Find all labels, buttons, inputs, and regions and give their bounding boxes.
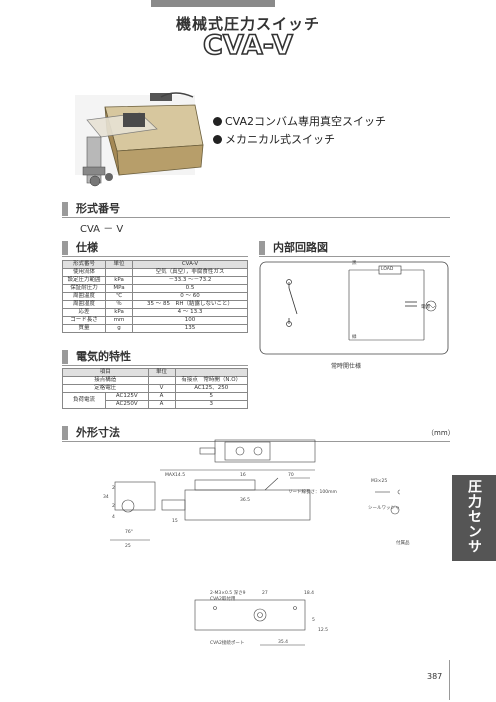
- dim-16: 16: [240, 473, 246, 478]
- dimension-unit: （mm）: [427, 429, 455, 437]
- model-number-value: CVA － V: [80, 224, 124, 235]
- feature-bullet-2: メカニカル式スイッチ: [213, 131, 335, 147]
- bullet-dot-icon: [213, 117, 222, 126]
- table-row: 周囲湿度％35 ～ 85 RH（結露しないこと）: [62, 300, 248, 309]
- dim-left-2a: 2: [112, 486, 115, 491]
- bullet-dot-icon: [213, 135, 222, 144]
- dim-bottom-27: 27: [262, 591, 268, 596]
- divider: [62, 217, 450, 218]
- section-circuit: 内部回路図: [259, 241, 409, 255]
- dim-70: 70: [288, 473, 294, 478]
- section-bar: [259, 241, 265, 255]
- dim-bottom-mount: CVA2取付用: [210, 597, 236, 602]
- circuit-diagram: [259, 261, 449, 355]
- section-spec: 仕様: [62, 241, 212, 255]
- feature-bullet-1: CVA2コンバム専用真空スイッチ: [213, 113, 386, 129]
- dim-bottom-18: 18.4: [304, 591, 315, 596]
- dim-bottom-5: 5: [312, 618, 315, 623]
- table-header-row: 項目 単位: [62, 368, 249, 377]
- page-title-jp: 機械式圧力スイッチ: [175, 15, 320, 33]
- section-electrical: 電気的特性: [62, 350, 212, 364]
- table-row: 接点構造有接点 常時開（N.O）: [62, 376, 249, 385]
- product-photo: [75, 92, 204, 187]
- load-label: LOAD: [381, 267, 394, 272]
- accessory-washer: シールワッシャ: [368, 506, 400, 511]
- dim-bottom-port: CVA2接続ポート: [210, 641, 245, 646]
- dim-left-25: 25: [125, 544, 131, 549]
- accessory-caption: 付属品: [396, 541, 410, 546]
- dim-left-34: 34: [103, 495, 109, 500]
- dim-bottom-m3: 2-M3×0.5 深さ9: [210, 591, 246, 596]
- section-bar: [62, 241, 68, 255]
- dim-left-angle: 76°: [125, 530, 133, 535]
- section-dimensions: 外形寸法: [62, 426, 212, 440]
- section-bar: [62, 426, 68, 440]
- dim-bottom-35: 35.4: [278, 640, 289, 645]
- dim-bottom-12: 12.5: [318, 628, 329, 633]
- dimension-drawing: [110, 439, 400, 646]
- dim-cord: リード線長さ：100mm: [288, 490, 337, 495]
- page-footer-line: [449, 660, 450, 700]
- page-number: 387: [427, 672, 443, 681]
- divider: [62, 256, 248, 257]
- dim-left-4: 4: [112, 515, 115, 520]
- side-index-tab: 圧力センサ: [452, 475, 496, 561]
- table-header-row: 形式番号 単位 CVA-V: [62, 260, 248, 269]
- wire-black-label: 黒: [352, 261, 357, 266]
- section-bar: [62, 202, 68, 216]
- section-bar: [62, 350, 68, 364]
- dim-side-36: 36.5: [240, 498, 251, 503]
- dim-max: MAX14.5: [165, 473, 186, 478]
- header-tab: [151, 0, 275, 7]
- dim-left-2b: 2: [112, 504, 115, 509]
- circuit-caption: 常時開仕様: [331, 363, 362, 370]
- divider: [62, 441, 450, 442]
- divider: [62, 365, 248, 366]
- page-title-model: CVA-V: [202, 29, 294, 62]
- accessory-screw: M3×25: [371, 479, 388, 484]
- section-model-number: 形式番号: [62, 202, 212, 216]
- table-row: 使用流体空気（真空），非腐食性ガス: [62, 268, 248, 277]
- divider: [259, 256, 450, 257]
- power-label: 電源: [421, 305, 430, 310]
- wire-green-label: 緑: [352, 335, 357, 340]
- dim-side-15: 15: [172, 519, 178, 524]
